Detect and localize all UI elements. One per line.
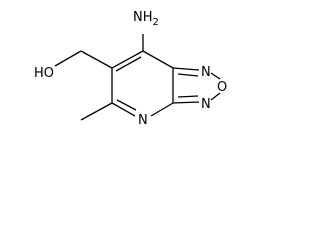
label-pyridine-n: N [138, 113, 148, 128]
label-oxadiazole-n-bottom: N [201, 97, 211, 112]
bond-c5-n4-double [116, 99, 137, 111]
bond-c7-c6-double [115, 56, 142, 72]
bond-ch2-oh [54, 50, 82, 67]
label-hydroxyl: HO [34, 66, 54, 81]
bond-c7a-n-top [172, 67, 200, 71]
substituents [54, 34, 144, 121]
bond-c7-c6 [111, 50, 144, 69]
label-oxadiazole-o: O [217, 80, 227, 95]
bond-n-top-o [210, 72, 221, 80]
oxadiazole-ring [172, 67, 221, 104]
bond-c5-ch3 [80, 102, 113, 121]
bond-n-bottom-c3a [172, 101, 200, 104]
bond-o-n-bottom [210, 92, 221, 101]
bond-c5-n4 [111, 102, 136, 117]
atom-labels: NH2 HO N O N N [34, 10, 227, 128]
pyridine-ring [111, 50, 174, 117]
bond-c6-ch2 [80, 50, 113, 69]
bond-n-bottom-c3a-double [177, 95, 199, 98]
molecule-structure: NH2 HO N O N N [34, 10, 227, 128]
bond-c7a-c7 [142, 50, 174, 69]
bond-c7a-n-top-double [177, 73, 199, 77]
label-oxadiazole-n-top: N [201, 65, 211, 80]
bond-n4-c3a [150, 102, 174, 117]
label-amino: NH2 [133, 10, 159, 28]
